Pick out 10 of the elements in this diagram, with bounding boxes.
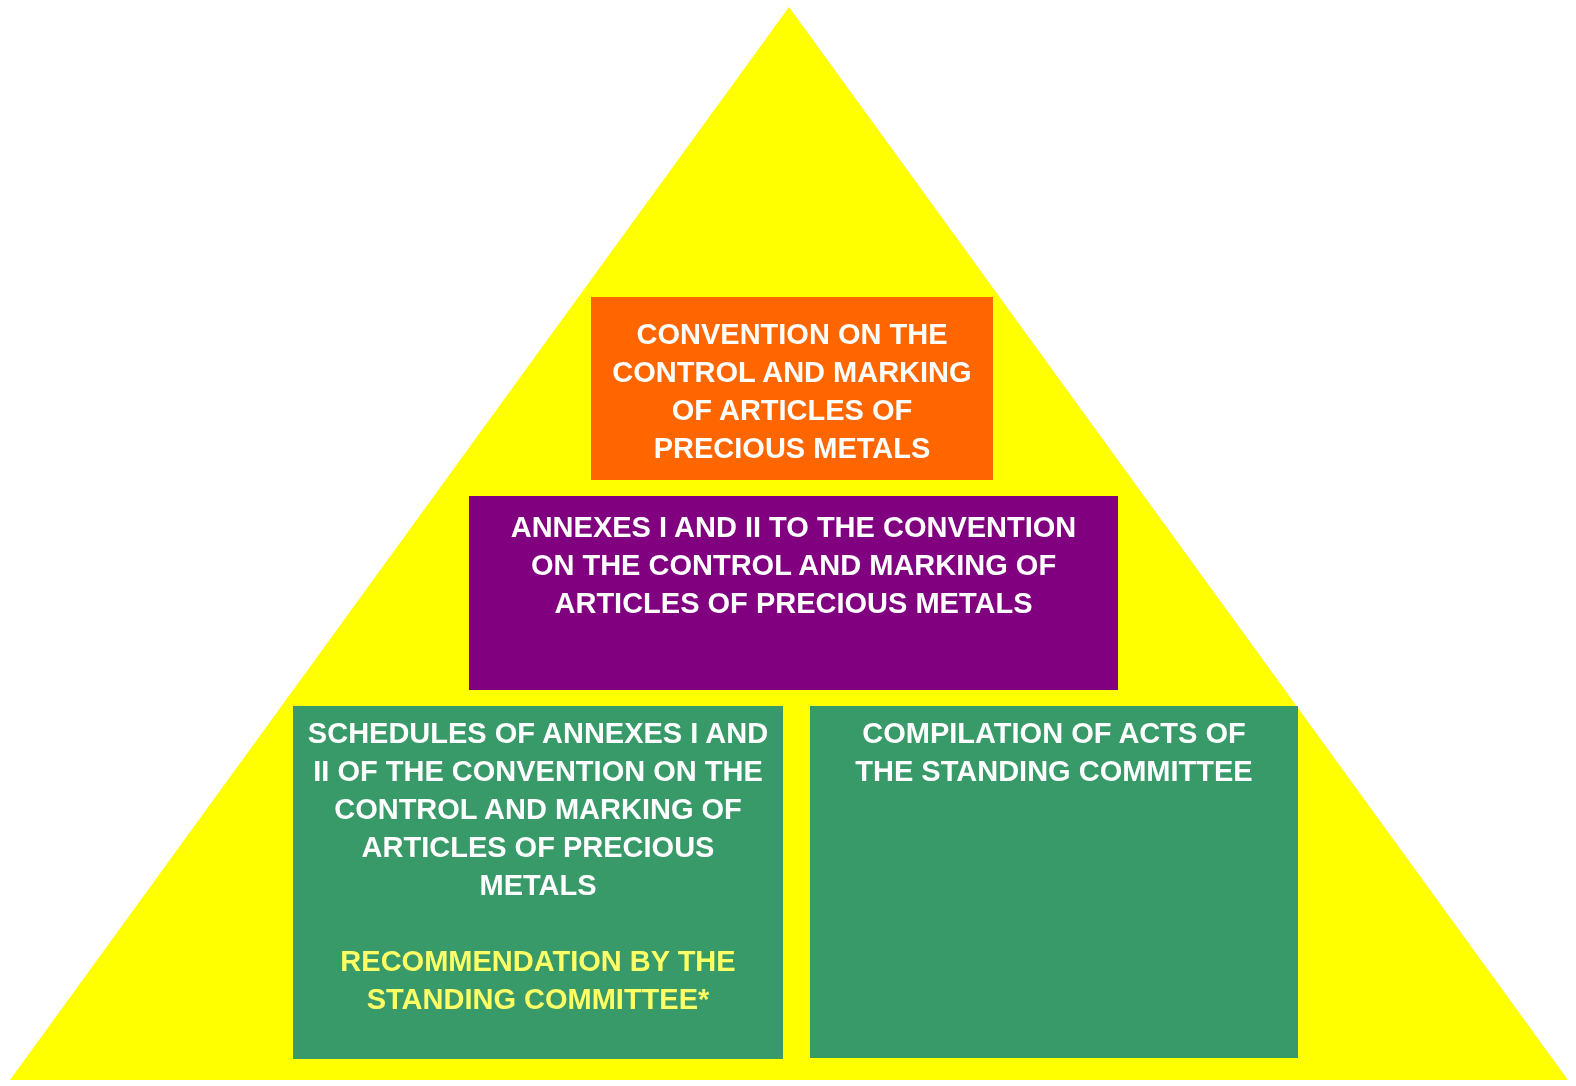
level-box (810, 706, 1298, 1058)
pyramid-triangle (10, 7, 1568, 1080)
recommendation-text: RECOMMENDATION BY THE STANDING COMMITTEE* (339, 944, 737, 1017)
level-box (469, 496, 1118, 690)
box-text: SCHEDULES OF ANNEXES I AND II OF THE CONVENTION ON THE CONTROL AND MARKING OF ARTICLES OF PRECIOUS METALS (306, 716, 770, 903)
level-box (293, 706, 783, 1059)
level-box (591, 297, 993, 480)
box-text: CONVENTION ON THE CONTROL AND MARKING OF ARTICLES OF PRECIOUS METALS (611, 317, 973, 466)
box-text: ANNEXES I AND II TO THE CONVENTION ON THE CONTROL AND MARKING OF ARTICLES OF PRECIOUS METALS (509, 510, 1078, 621)
box-text: COMPILATION OF ACTS OF THE STANDING COMMITTEE (854, 716, 1254, 789)
